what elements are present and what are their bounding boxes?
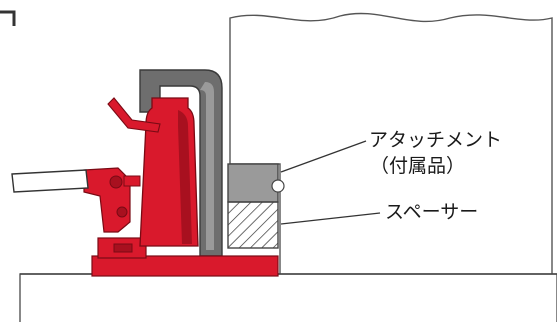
attachment-label: アタッチメント	[369, 129, 503, 151]
leader-line-spacer	[280, 212, 381, 225]
pump-handle-icon	[11, 169, 89, 193]
pump-link	[123, 175, 141, 187]
floor-base	[19, 273, 557, 322]
jack-base-slot	[113, 243, 133, 253]
pump-pivot-lower-icon	[116, 206, 128, 218]
jack-base	[91, 255, 279, 277]
leader-line-attachment	[280, 140, 367, 173]
attachment-block	[227, 163, 279, 203]
attachment-note-label: （付属品）	[370, 155, 466, 177]
jack-frame-inner	[200, 82, 214, 250]
pump-pivot-icon	[109, 175, 123, 189]
jack-cylinder-shade	[178, 110, 192, 244]
load-block	[229, 12, 553, 277]
spacer-block	[227, 201, 279, 249]
jack-frame	[139, 69, 223, 257]
spacer-label: スペーサー	[385, 201, 479, 223]
corner-mark-icon	[0, 10, 16, 26]
attachment-notch	[271, 179, 285, 193]
pump-body	[83, 167, 131, 233]
lever-handle-icon	[107, 97, 161, 133]
